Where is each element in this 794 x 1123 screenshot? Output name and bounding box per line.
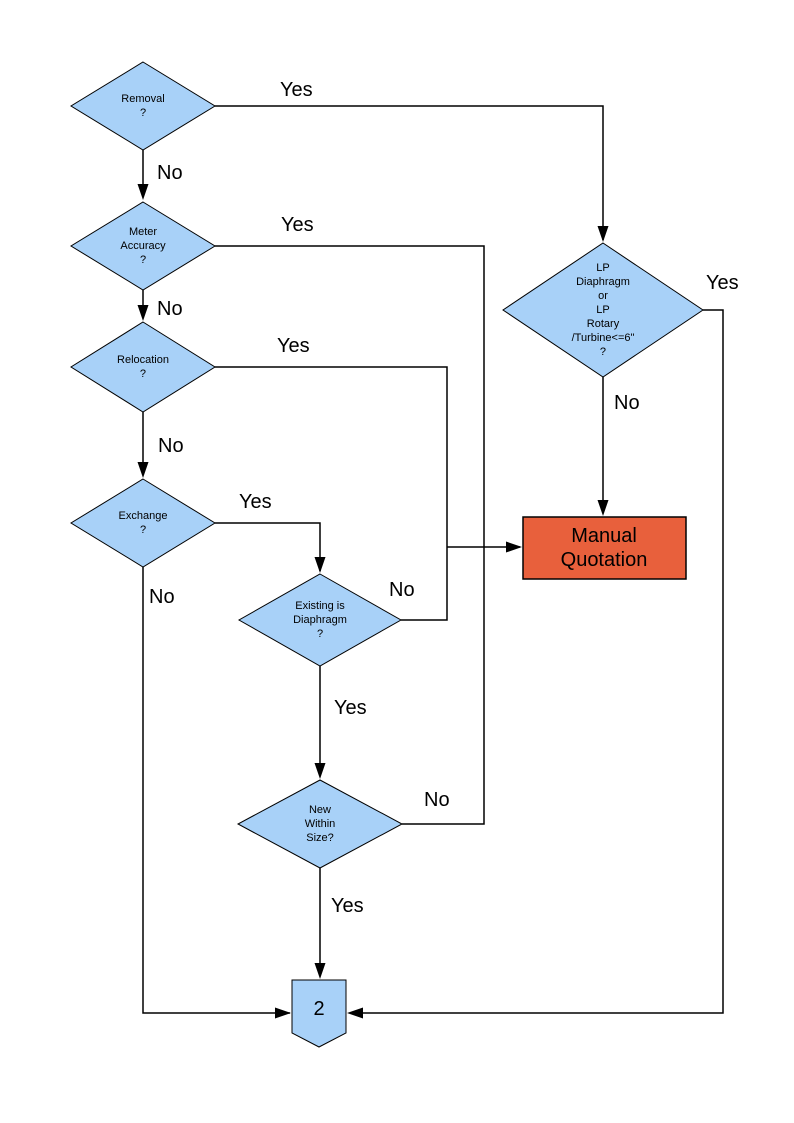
edge-removal-yes xyxy=(215,105,604,240)
exchange-diamond xyxy=(70,478,216,568)
label-meter-yes: Yes xyxy=(281,214,314,236)
arrowhead-into-lp xyxy=(597,226,609,242)
meter-accuracy-label: Meter Accuracy ? xyxy=(120,226,166,266)
arrowhead-into-meter xyxy=(137,184,149,200)
lp-diaphragm-label: LP Diaphragm or LP Rotary /Turbine<=6" ? xyxy=(571,262,635,358)
label-relocation-yes: Yes xyxy=(277,335,310,357)
edge-relocation-yes-existing-no xyxy=(215,366,448,621)
arrowhead-into-connector-right xyxy=(347,1007,363,1019)
edge-lp-yes xyxy=(350,309,724,1014)
lp-diaphragm-diamond xyxy=(502,242,704,378)
arrowhead-into-connector-left xyxy=(275,1007,291,1019)
edge-exchange-no xyxy=(142,567,290,1014)
arrowhead-into-relocation xyxy=(137,305,149,321)
removal-label: Removal ? xyxy=(121,93,165,119)
exchange-label: Exchange ? xyxy=(118,510,168,536)
node-shapes xyxy=(70,61,704,1048)
arrowheads xyxy=(137,184,609,1019)
label-lp-yes: Yes xyxy=(706,272,739,294)
edge-meter-yes-newsize-no xyxy=(215,245,485,825)
arrowhead-into-existing xyxy=(314,557,326,573)
arrowhead-into-quotation-left xyxy=(506,541,522,553)
offpage-connector-shape xyxy=(291,979,347,1048)
label-meter-no: No xyxy=(157,298,183,320)
relocation-label: Relocation ? xyxy=(117,354,169,380)
offpage-connector-label: 2 xyxy=(313,998,325,1020)
relocation-diamond xyxy=(70,321,216,413)
label-newsize-no: No xyxy=(424,789,450,811)
arrowhead-into-newsize xyxy=(314,763,326,779)
label-relocation-no: No xyxy=(158,435,184,457)
new-within-size-diamond xyxy=(236,779,404,869)
label-newsize-yes: Yes xyxy=(331,895,364,917)
arrowhead-into-exchange xyxy=(137,462,149,478)
existing-is-diaphragm-diamond xyxy=(237,573,403,667)
removal-diamond xyxy=(70,61,216,151)
label-existing-no: No xyxy=(389,579,415,601)
manual-quotation-box xyxy=(522,516,687,580)
label-lp-no: No xyxy=(614,392,640,414)
label-removal-yes: Yes xyxy=(280,79,313,101)
label-exchange-yes: Yes xyxy=(239,491,272,513)
label-removal-no: No xyxy=(157,162,183,184)
label-exchange-no: No xyxy=(149,586,175,608)
edge-exchange-yes xyxy=(215,522,321,571)
arrowhead-into-connector-top xyxy=(314,963,326,979)
connector-lines xyxy=(142,105,724,1014)
new-within-size-label: New Within Size? xyxy=(304,804,336,844)
meter-accuracy-diamond xyxy=(70,201,216,291)
manual-quotation-label: Manual Quotation xyxy=(560,525,648,571)
existing-is-diaphragm-label: Existing is Diaphragm ? xyxy=(293,600,347,640)
arrowhead-into-quotation-top xyxy=(597,500,609,516)
label-existing-yes: Yes xyxy=(334,697,367,719)
